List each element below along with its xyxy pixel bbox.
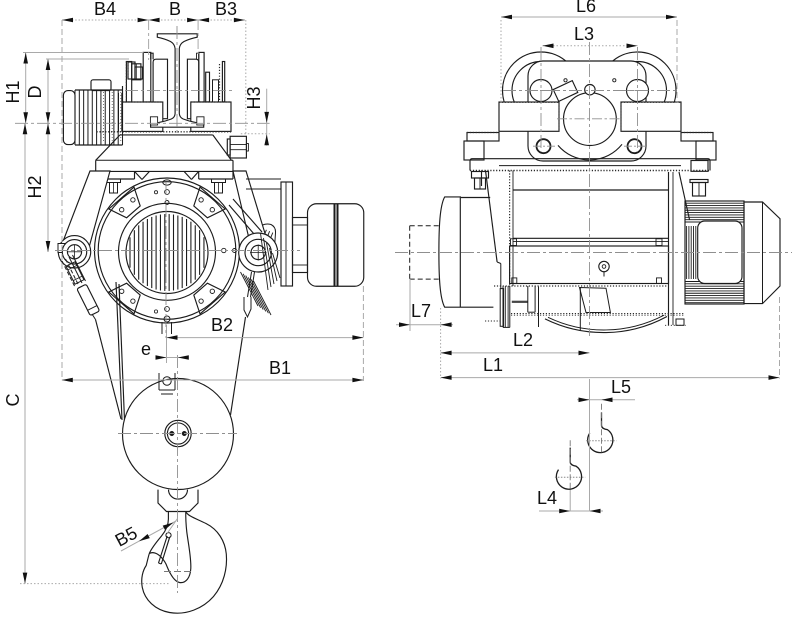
- svg-text:H3: H3: [244, 86, 264, 109]
- svg-text:e: e: [141, 339, 151, 359]
- svg-text:L3: L3: [574, 24, 594, 44]
- svg-text:H2: H2: [25, 175, 45, 198]
- svg-text:L2: L2: [513, 330, 533, 350]
- svg-text:H1: H1: [3, 80, 23, 103]
- svg-text:D: D: [25, 86, 45, 99]
- svg-text:L1: L1: [483, 355, 503, 375]
- svg-text:B4: B4: [94, 0, 116, 19]
- svg-text:B1: B1: [269, 358, 291, 378]
- svg-text:C: C: [3, 394, 23, 407]
- svg-text:L4: L4: [537, 488, 557, 508]
- svg-text:B3: B3: [215, 0, 237, 19]
- svg-text:L5: L5: [611, 377, 631, 397]
- svg-text:L7: L7: [411, 301, 431, 321]
- svg-text:B2: B2: [211, 315, 233, 335]
- svg-text:L6: L6: [576, 0, 596, 16]
- svg-text:B: B: [169, 0, 181, 19]
